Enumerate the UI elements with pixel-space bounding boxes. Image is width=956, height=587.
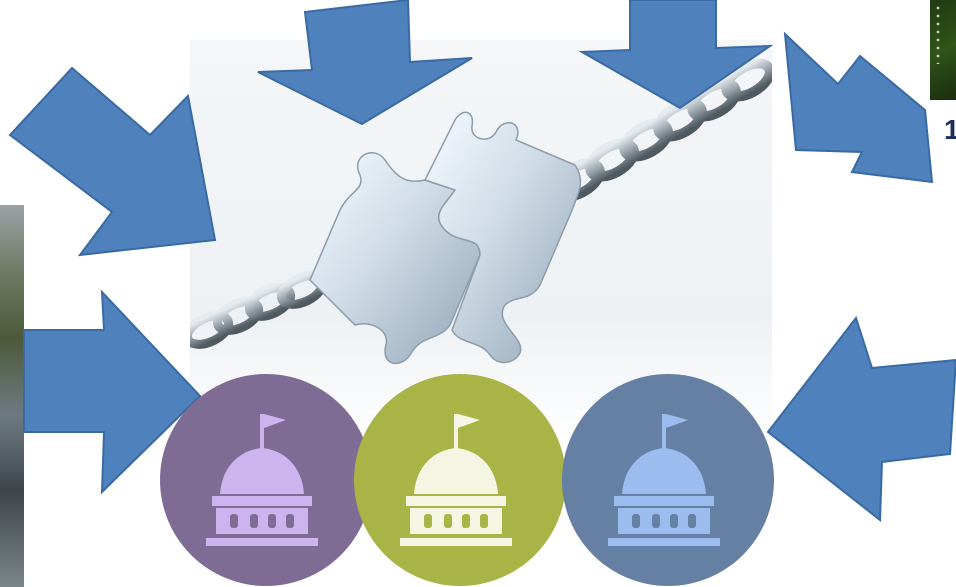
photo-left-landscape (0, 205, 24, 587)
puzzle-piece-right (423, 111, 582, 364)
photo-top-right (930, 0, 956, 100)
chain-left (190, 271, 328, 349)
partial-label: 1 (944, 114, 956, 145)
arrow-diagonal-upper-left (8, 66, 217, 257)
puzzle-chain-illustration (190, 58, 772, 365)
chain-right (551, 58, 772, 202)
government-building-icon (206, 414, 318, 546)
government-building-icon (400, 414, 512, 546)
arrow-down-top-right (578, 0, 774, 110)
government-building-icon (608, 414, 720, 546)
arrow-down-top-left (257, 0, 473, 126)
institution-circle-olive (354, 374, 566, 586)
arrow-right-left-middle (23, 289, 202, 495)
institution-circle-purple (160, 374, 372, 586)
arrow-left-right-middle (766, 315, 956, 523)
arrow-diagonal-upper-right (783, 31, 934, 184)
institution-circle-slate (562, 374, 774, 586)
